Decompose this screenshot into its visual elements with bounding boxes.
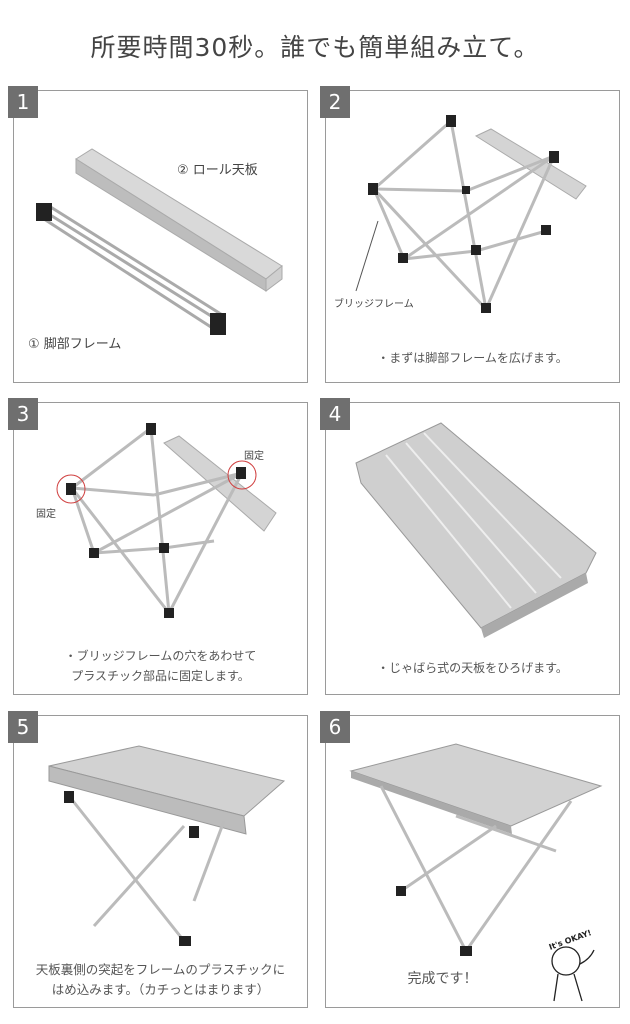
- step-4-panel: 4 ・じゃばら式の天板をひろげます。: [320, 398, 620, 695]
- step-caption: ・じゃばら式の天板をひろげます。: [377, 661, 568, 675]
- step-6-panel: 6 It's OKAY! 完成です！: [320, 711, 620, 1008]
- step-1-panel: 1 ② ロール天板 ① 脚部フレーム: [8, 86, 308, 383]
- step-2-panel: 2 ブリッジフレーム ・まずは脚部フレームを広げます。: [320, 86, 620, 383]
- folding-top-illustration: [355, 422, 597, 638]
- fix-label: 固定: [244, 451, 264, 462]
- fix-label: 固定: [36, 509, 56, 520]
- step-caption-line-2: はめ込みます。（カチっとはまります）: [51, 982, 270, 997]
- step-number: 3: [8, 398, 38, 430]
- mascot-icon: [551, 946, 595, 1002]
- page-title: 所要時間30秒。誰でも簡単組み立て。: [90, 33, 540, 62]
- folded-table-illustration: [36, 148, 283, 335]
- step-number: 1: [8, 86, 38, 118]
- step-number: 4: [320, 398, 350, 430]
- leg-frame-label: ① 脚部フレーム: [28, 337, 122, 352]
- frame-fix-illustration: [56, 423, 277, 618]
- completed-table-illustration: It's OKAY!: [349, 743, 603, 1002]
- step-3-panel: 3 固定 固定 ・ブリッジフレームの穴をあわせて プラスチック部品に固定します。: [8, 398, 308, 695]
- step-5-panel: 5 天板裏側の突起をフレームのプラスチックに はめ込みます。（カチっとはまります…: [8, 711, 308, 1008]
- step-caption-line-1: ・ブリッジフレームの穴をあわせて: [64, 649, 257, 663]
- step-caption: ・まずは脚部フレームを広げます。: [377, 351, 568, 365]
- frame-opened-illustration: [355, 115, 587, 313]
- step-number: 5: [8, 711, 38, 743]
- step-caption-line-2: プラスチック部品に固定します。: [71, 669, 250, 683]
- bridge-frame-label: ブリッジフレーム: [334, 299, 414, 310]
- step-caption: 完成です！: [407, 971, 478, 987]
- step-caption-line-1: 天板裏側の突起をフレームのプラスチックに: [35, 962, 286, 977]
- roll-top-label: ② ロール天板: [177, 163, 258, 178]
- attach-top-illustration: [48, 745, 286, 946]
- step-number: 6: [320, 711, 350, 743]
- step-number: 2: [320, 86, 350, 118]
